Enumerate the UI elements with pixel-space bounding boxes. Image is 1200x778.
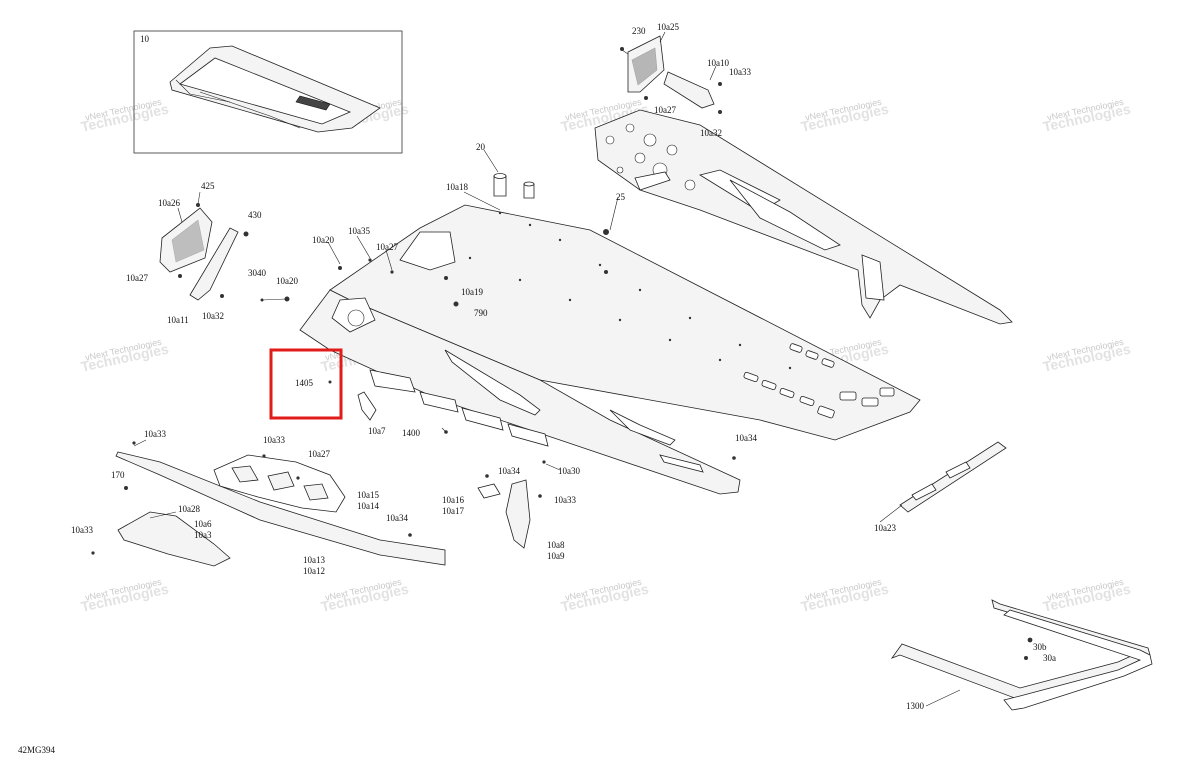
rear-bracket-top <box>620 35 722 114</box>
callout-10a25: 10a25 <box>657 22 679 32</box>
callout-10a10: 10a10 <box>707 58 729 68</box>
bracket-10a6 <box>117 511 231 567</box>
left-front-bracket <box>159 203 290 302</box>
callout-labels: 10a25 230 10a10 10a33 10a27 10a32 20 10a… <box>18 22 1056 755</box>
callout-10a33: 10a33 <box>729 67 751 77</box>
callout-10a23: 10a23 <box>874 523 896 533</box>
callout-10a11: 10a11 <box>167 315 189 325</box>
bracket-10a26 <box>159 207 213 273</box>
callout-10a8: 10a8 <box>547 540 565 550</box>
tunnel-assembly <box>299 173 921 495</box>
callout-10a18: 10a18 <box>446 182 468 192</box>
plate-10a16 <box>477 483 501 499</box>
callout-3040: 3040 <box>248 268 267 278</box>
callout-25: 25 <box>616 192 626 202</box>
rail-side-panel <box>594 109 1013 325</box>
callout-1300: 1300 <box>906 701 925 711</box>
callout-10a34: 10a34 <box>498 466 520 476</box>
callout-10a13: 10a13 <box>303 555 325 565</box>
callout-20: 20 <box>476 142 486 152</box>
inset-assembly-box: 10 <box>133 30 403 154</box>
callout-10a34: 10a34 <box>735 433 757 443</box>
right-rail-strip <box>899 441 1007 513</box>
rear-bumper <box>890 599 1153 711</box>
bracket-10a25 <box>627 35 665 93</box>
plate-10a10 <box>663 71 715 109</box>
callout-10a19: 10a19 <box>461 287 483 297</box>
callout-10a33: 10a33 <box>71 525 93 535</box>
callout-425: 425 <box>201 181 215 191</box>
callout-430: 430 <box>248 210 262 220</box>
strip-10a23 <box>899 441 1007 513</box>
callout-10a33: 10a33 <box>263 435 285 445</box>
tunnel-side-cutouts <box>369 349 704 473</box>
callout-1405: 1405 <box>295 378 314 388</box>
callout-10a26: 10a26 <box>158 198 180 208</box>
callout-1400: 1400 <box>402 428 421 438</box>
callout-10a27: 10a27 <box>126 273 148 283</box>
callout-10a30: 10a30 <box>558 466 580 476</box>
callout-leaders <box>133 31 961 707</box>
arm-10a11 <box>189 227 239 301</box>
callout-10a16: 10a16 <box>442 495 464 505</box>
callout-10a33: 10a33 <box>144 429 166 439</box>
tunnel-rear-slots <box>743 343 895 419</box>
running-board-10a13 <box>115 451 446 566</box>
callout-10a32: 10a32 <box>202 311 224 321</box>
front-fasteners <box>328 229 736 464</box>
callout-10a17: 10a17 <box>442 506 464 516</box>
callout-10a35: 10a35 <box>348 226 370 236</box>
center-brackets <box>477 474 542 549</box>
tunnel-rivet-holes <box>468 211 792 370</box>
callout-10a20: 10a20 <box>276 276 298 286</box>
callout-30b: 30b <box>1033 642 1047 652</box>
part-10a7 <box>357 391 377 421</box>
callout-10a6: 10a6 <box>194 519 212 529</box>
callout-10a28: 10a28 <box>178 504 200 514</box>
callout-10a32: 10a32 <box>700 128 722 138</box>
callout-10a34: 10a34 <box>386 513 408 523</box>
tunnel-side-panel <box>299 289 741 495</box>
cap-20 <box>493 175 507 197</box>
callout-10a33: 10a33 <box>554 495 576 505</box>
callout-790: 790 <box>474 308 488 318</box>
inset-label: 10 <box>140 34 150 44</box>
callout-10a7: 10a7 <box>368 426 386 436</box>
callout-230: 230 <box>632 26 646 36</box>
callout-10a27: 10a27 <box>308 449 330 459</box>
callout-30a: 30a <box>1043 653 1056 663</box>
callout-10a15: 10a15 <box>357 490 379 500</box>
callout-10a20: 10a20 <box>312 235 334 245</box>
callout-10a27: 10a27 <box>376 242 398 252</box>
callout-10a12: 10a12 <box>303 566 325 576</box>
callout-10a9: 10a9 <box>547 551 565 561</box>
left-running-board <box>91 441 446 567</box>
tunnel-front-cap <box>399 231 456 271</box>
callout-10a3: 10a3 <box>194 530 212 540</box>
callout-170: 170 <box>111 470 125 480</box>
right-upper-rail <box>594 109 1013 325</box>
bracket-10a8 <box>505 479 531 549</box>
callout-10a14: 10a14 <box>357 501 379 511</box>
callout-10a27: 10a27 <box>654 105 676 115</box>
highlight-box <box>269 348 343 420</box>
diagram-code: 42MG394 <box>18 745 56 755</box>
